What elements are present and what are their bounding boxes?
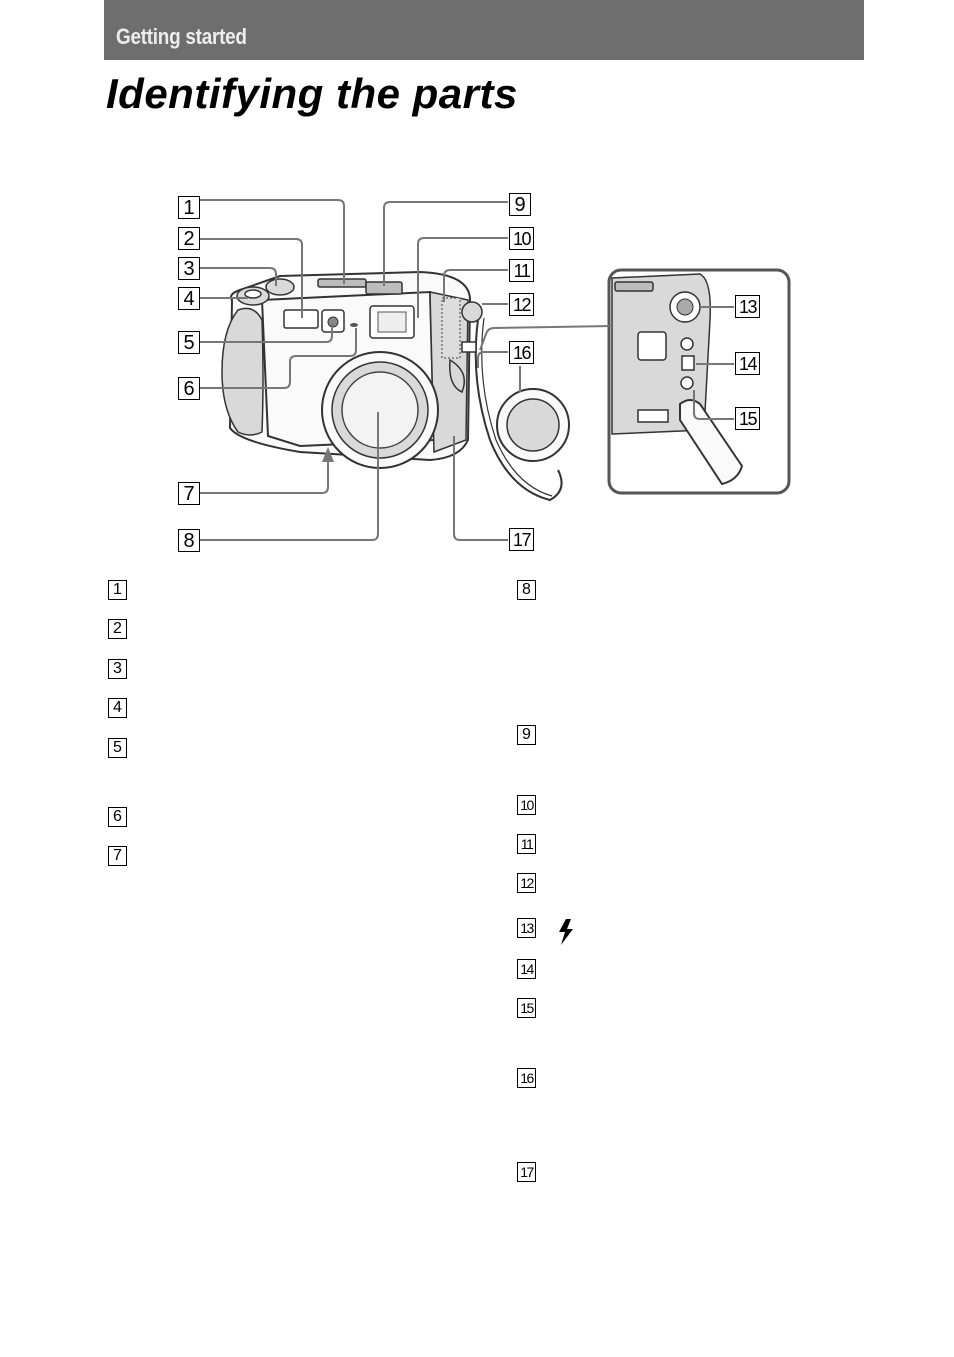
callout-7: 7 [178,482,200,505]
camera-body-drawing [221,270,570,502]
callout-3: 3 [178,257,200,280]
callout-16: 16 [509,341,534,364]
legend-number-9: 9 [517,725,536,745]
flash-bolt-icon [559,919,573,945]
callout-1: 1 [178,196,200,219]
legend-number-16: 16 [517,1068,536,1088]
legend-number-8: 8 [517,580,536,600]
callout-14: 14 [735,352,760,375]
legend-number-11: 11 [517,834,536,854]
legend-number-14: 14 [517,959,536,979]
callout-11: 11 [509,259,534,282]
leader-lines [200,199,734,541]
legend-number-5: 5 [108,738,127,758]
callout-9: 9 [509,193,531,216]
section-header-bar: Getting started [104,0,864,60]
callout-4: 4 [178,287,200,310]
legend-number-13: 13 [517,918,536,938]
callout-13: 13 [735,295,760,318]
legend-number-3: 3 [108,659,127,679]
callout-10: 10 [509,227,534,250]
page-title: Identifying the parts [106,70,518,117]
callout-15: 15 [735,407,760,430]
section-label: Getting started [116,24,247,49]
legend-number-4: 4 [108,698,127,718]
legend-number-15: 15 [517,998,536,1018]
legend-number-17: 17 [517,1162,536,1182]
callout-17: 17 [509,528,534,551]
inset-connector-detail [607,268,791,495]
legend-number-1: 1 [108,580,127,600]
callout-2: 2 [178,227,200,250]
legend-number-10: 10 [517,795,536,815]
callout-12: 12 [509,293,534,316]
legend-number-6: 6 [108,807,127,827]
callout-6: 6 [178,377,200,400]
legend-number-12: 12 [517,873,536,893]
callout-5: 5 [178,331,200,354]
legend-number-2: 2 [108,619,127,639]
callout-8: 8 [178,529,200,552]
legend-number-7: 7 [108,846,127,866]
